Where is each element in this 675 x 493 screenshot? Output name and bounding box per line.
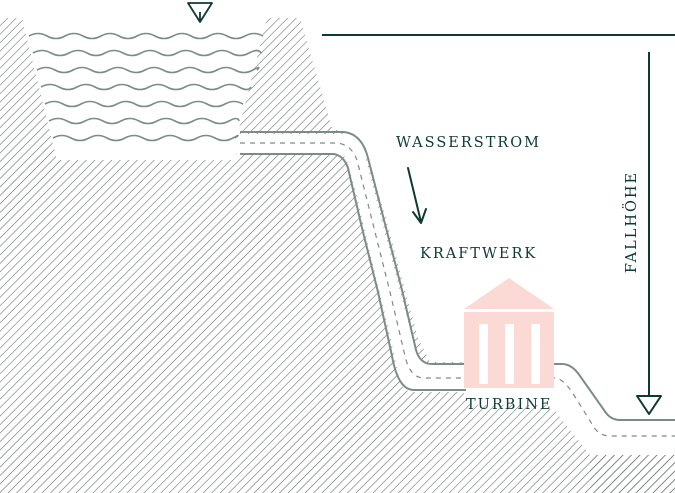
pipe-top-wall [240,131,466,365]
turbine-label: TURBINE [466,397,553,413]
wave-line [36,66,260,74]
outflow-top-wall [550,363,675,421]
reservoir [22,2,267,160]
wave-line [48,117,240,125]
pipe-bottom-wall [240,153,466,391]
wave-line [32,49,262,57]
head-height-label: FALLHÖHE [623,170,640,274]
pipe-flow-line [240,142,466,379]
flow-arrow-icon [407,167,427,224]
wave-line [40,83,252,91]
head-height-marker [322,34,675,415]
water-waves [28,32,264,142]
outflow-corridor [548,362,675,455]
wave-line [44,100,244,108]
arrow-down-icon [636,395,662,415]
wave-line [52,134,239,142]
plant-body [464,312,554,388]
power-plant-building [464,278,554,388]
pipe-corridor [236,134,464,392]
outflow-flow-line [550,377,675,437]
wave-line [28,32,264,40]
water-flow-label: WASSERSTROM [396,135,542,151]
water-level-triangle-icon [187,2,213,23]
terrain [0,18,675,493]
plant-roof [464,278,554,309]
bottom-hatch-right [590,455,675,493]
penstock-pipe [240,131,675,437]
terrain-body [0,18,675,493]
power-plant-label: KRAFTWERK [420,246,538,262]
